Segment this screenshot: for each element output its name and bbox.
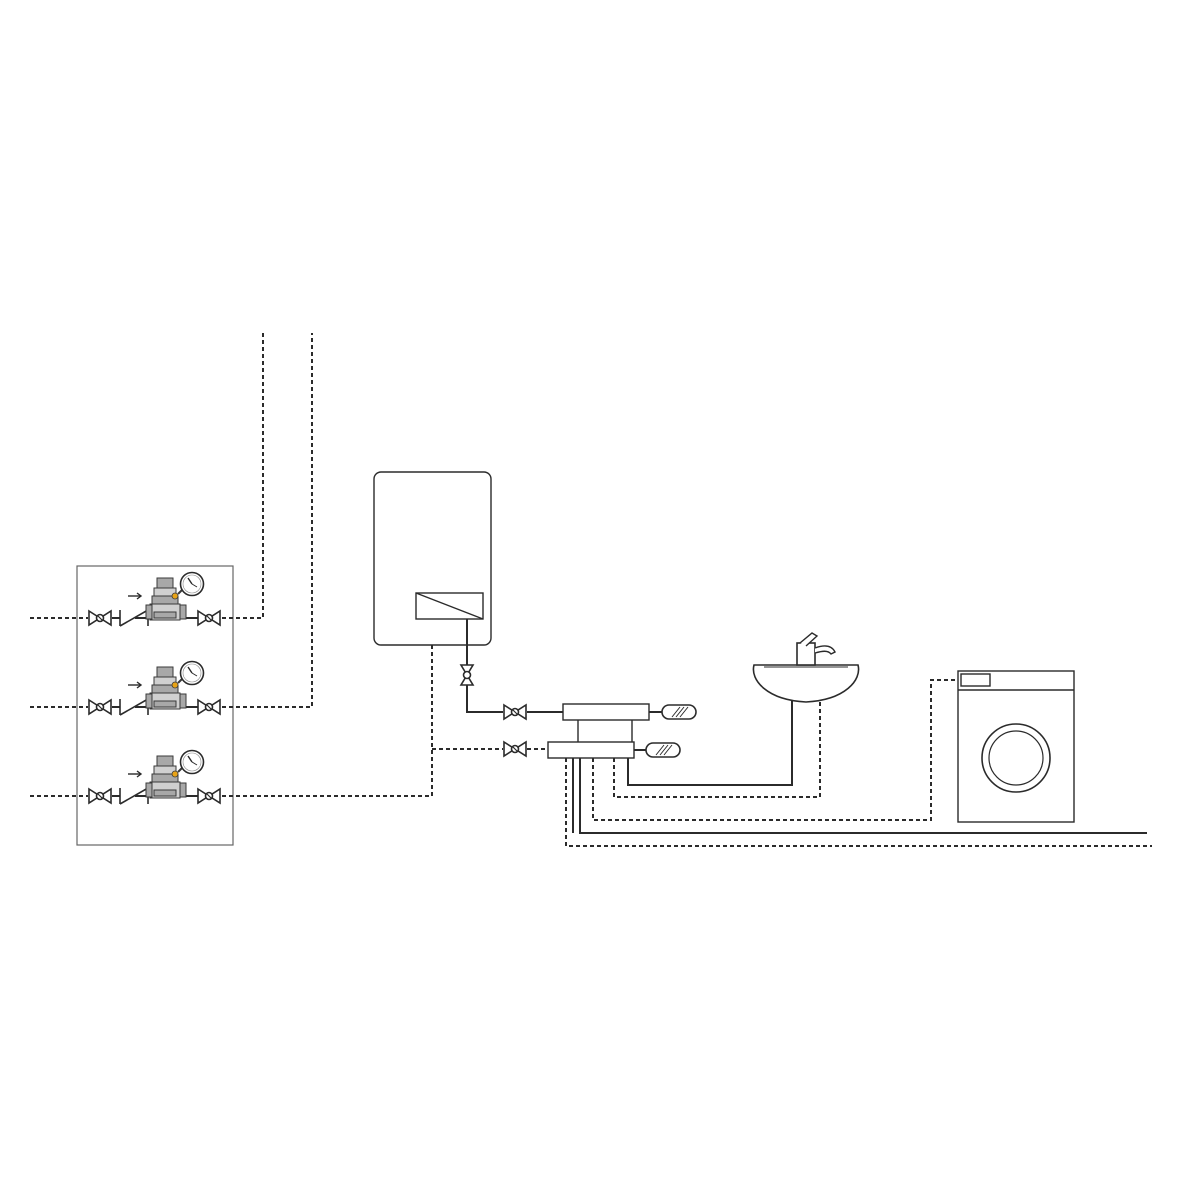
- cold-outlet-line: [565, 758, 1152, 847]
- cold-line-to-basin: [613, 700, 821, 798]
- stop-valve-icon: [197, 610, 221, 626]
- cold-line-to-washer: [592, 679, 958, 821]
- supply-line-1: [30, 333, 264, 627]
- stop-valve-icon: [88, 788, 112, 804]
- supply-line-2: [30, 333, 313, 716]
- hot-supply-line: [466, 619, 503, 713]
- wash-basin: [752, 664, 860, 703]
- faucet-icon: [796, 632, 836, 666]
- manifold: [547, 703, 697, 759]
- stop-valve-icon: [88, 699, 112, 715]
- heater-outlet-valve-icon: [459, 664, 475, 686]
- pressure-reducer-icon: [145, 571, 205, 621]
- pressure-reducer-icon: [145, 660, 205, 710]
- check-valve-icon: [119, 681, 149, 716]
- stop-valve-icon: [503, 741, 527, 757]
- stop-valve-icon: [197, 699, 221, 715]
- hot-line-to-basin: [627, 700, 793, 786]
- hot-outlet-line: [579, 758, 1147, 834]
- stop-valve-icon: [197, 788, 221, 804]
- washing-machine: [957, 670, 1075, 823]
- check-valve-icon: [119, 770, 149, 805]
- stop-valve-icon: [503, 704, 527, 720]
- mixing-unit: [415, 592, 484, 620]
- stop-valve-icon: [88, 610, 112, 626]
- supply-line-3: [30, 620, 433, 805]
- pressure-reducer-icon: [145, 749, 205, 799]
- valve-panel: [76, 565, 234, 846]
- check-valve-icon: [119, 592, 149, 627]
